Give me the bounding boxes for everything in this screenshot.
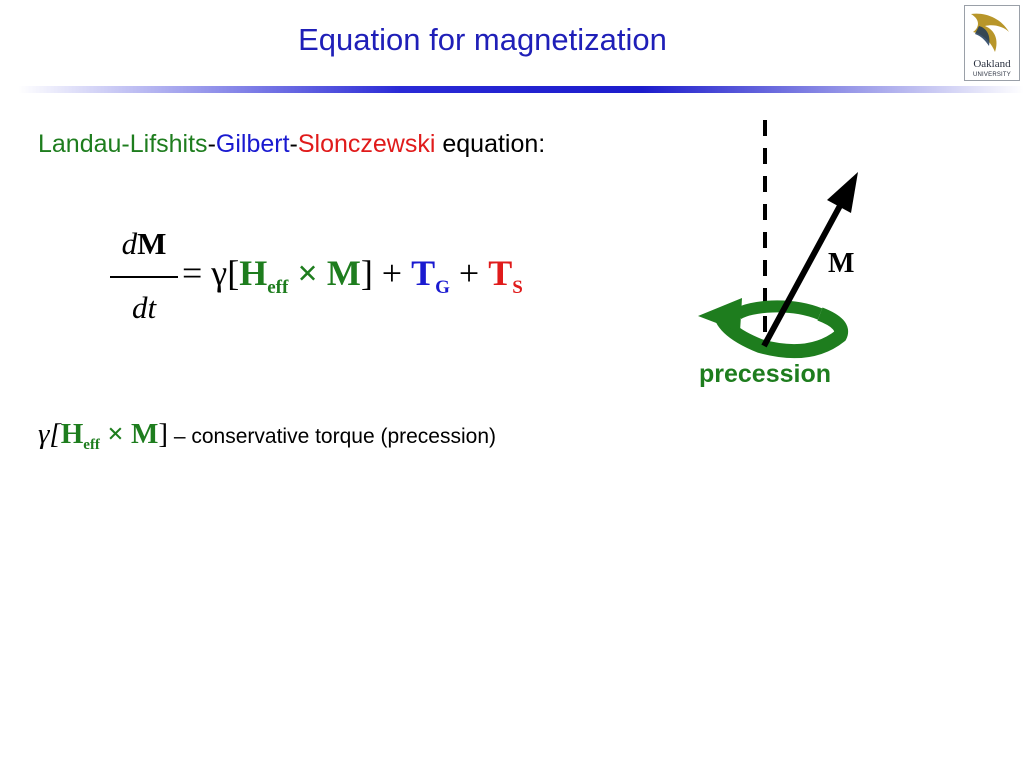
bracket-plus: ] + (360, 253, 412, 293)
gilbert-torque: TG (411, 253, 450, 298)
equals-gamma: = γ[ (182, 253, 240, 293)
h-eff: Heff (239, 253, 289, 298)
logo-emblem-icon (971, 13, 1009, 52)
name-gilbert: Gilbert (215, 130, 290, 158)
numerator-d: d (121, 226, 138, 261)
precession-loop (713, 307, 848, 359)
plus-sign: + (449, 253, 489, 293)
fraction-denominator: dt (131, 290, 157, 325)
logo-text-university: UNIVERSITY (972, 72, 1011, 78)
precession-arrowhead-icon (698, 298, 742, 332)
fraction-bar (110, 276, 178, 278)
magnetization-label: M (828, 248, 855, 279)
name-separator: - (207, 130, 216, 158)
name-separator: - (289, 130, 298, 158)
equation-name: Landau-Lifshits-Gilbert-Slonczewski equa… (38, 130, 545, 159)
fraction-numerator: dM (110, 228, 178, 259)
slonczewski-torque: TS (488, 253, 523, 298)
precession-label: precession (699, 360, 832, 388)
numerator-m: M (137, 226, 167, 261)
name-slonczewski: Slonczewski (297, 130, 436, 158)
precession-arrow-body (734, 300, 823, 320)
magnetization-vector (761, 200, 845, 348)
name-landau-lifshits: Landau-Lifshits (38, 130, 208, 158)
precession-diagram (698, 120, 858, 359)
precession-term-description: – conservative torque (precession) (168, 425, 497, 448)
cross-m: × M (288, 253, 361, 293)
oakland-university-logo: Oakland UNIVERSITY (964, 5, 1020, 81)
logo-text-oakland: Oakland (973, 58, 1011, 70)
slide-title: Equation for magnetization (298, 22, 667, 57)
precession-term: γ[Heff × M] – conservative torque (prece… (38, 418, 496, 454)
vector-arrowhead-icon (827, 172, 858, 213)
title-underline (18, 86, 1024, 93)
precession-term-math: γ[Heff × M] (38, 418, 169, 453)
equation-right-side: = γ[Heff × M] + TG + TS (182, 255, 523, 297)
name-suffix: equation: (435, 130, 546, 158)
